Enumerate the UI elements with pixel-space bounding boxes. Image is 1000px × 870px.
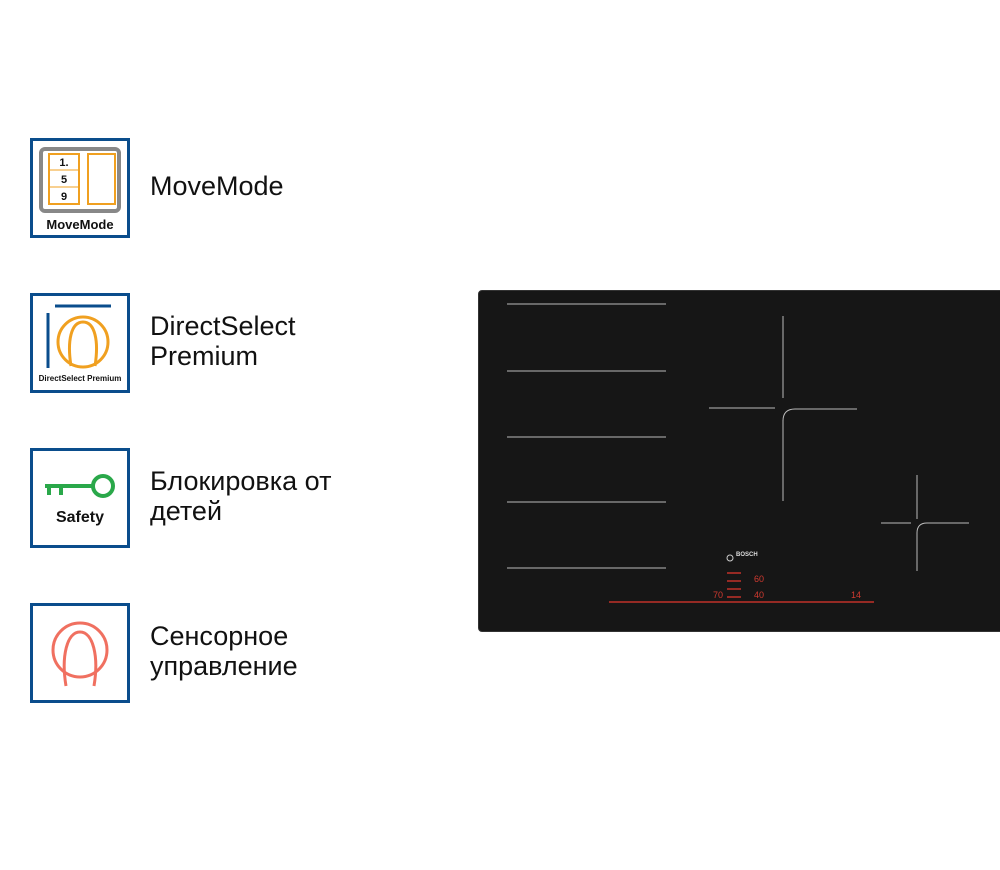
label-line: детей xyxy=(150,496,223,526)
label-line: Premium xyxy=(150,341,259,371)
icon-caption: DirectSelect Premium xyxy=(38,374,122,383)
cooktop-image: BOSCH 60 70 40 14 xyxy=(478,290,1000,632)
brand-logo: BOSCH xyxy=(736,552,758,558)
feature-movemode: 1. 5 9 MoveMode MoveMode xyxy=(30,138,1000,238)
timer-display: 14 xyxy=(851,590,862,600)
label-line: Сенсорное xyxy=(150,621,289,651)
movemode-icon: 1. 5 9 MoveMode xyxy=(30,138,130,238)
digit: 5 xyxy=(60,174,68,186)
digit: 1. xyxy=(59,157,69,169)
label-line: Блокировка от xyxy=(150,466,332,496)
power-display: 70 xyxy=(713,590,724,600)
icon-caption: Safety xyxy=(55,509,105,526)
digit: 9 xyxy=(60,191,68,203)
label-line: управление xyxy=(150,651,298,681)
power-display: 60 xyxy=(754,574,765,584)
touch-control-icon xyxy=(30,603,130,703)
cooktop-markings xyxy=(507,303,969,603)
icon-caption: MoveMode xyxy=(46,217,114,232)
feature-label: MoveMode xyxy=(150,171,284,201)
directselect-icon: DirectSelect Premium xyxy=(30,293,130,393)
power-display: 40 xyxy=(754,590,765,600)
label-line: DirectSelect xyxy=(150,311,296,341)
movemode-digits: 1. 5 9 xyxy=(51,155,77,206)
safety-key-icon: Safety xyxy=(30,448,130,548)
